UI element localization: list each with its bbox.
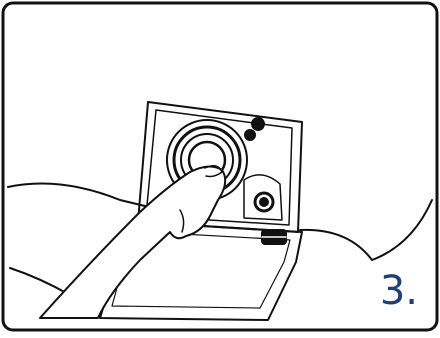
screw-mid [245, 130, 255, 140]
machine-body-right-edge [300, 200, 432, 260]
step-number: 3. [380, 271, 418, 311]
frame-border [3, 3, 437, 330]
screw-top [252, 118, 264, 130]
drain-outlet-inner [260, 198, 268, 206]
machine-body-lower-curve [10, 268, 70, 295]
hand-finger [40, 166, 225, 318]
